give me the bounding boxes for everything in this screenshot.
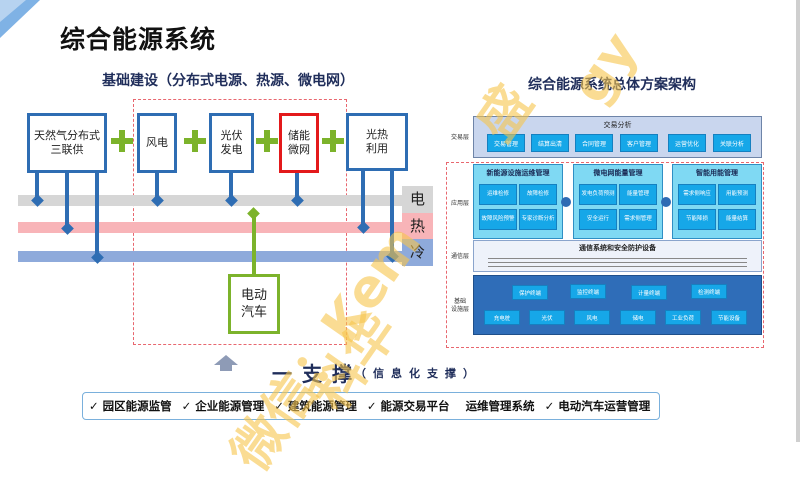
device-item: 工业负荷 (665, 310, 701, 325)
arrow-up-icon-stem (220, 365, 232, 371)
app-item: 运维检修 (479, 184, 517, 205)
terminal-item: 监控终端 (570, 284, 606, 299)
layer-label-trade: 交易层 (450, 134, 469, 141)
device-item: 充电桩 (484, 310, 520, 325)
watermark: gy (560, 21, 650, 115)
app-item: 需求侧响应 (678, 184, 716, 205)
trade-item: 交易管理 (487, 134, 525, 152)
connector (65, 173, 69, 228)
app-item: 节能降损 (678, 209, 716, 230)
ev-connector (252, 216, 256, 276)
cold-bus (18, 251, 410, 262)
source-pv: 光伏 发电 (209, 113, 254, 173)
comm-title: 通信系统和安全防护设备 (579, 243, 656, 252)
trade-item: 客户管理 (620, 134, 658, 152)
heat-label: 热 (402, 213, 433, 239)
plus-icon (322, 130, 344, 152)
right-subtitle: 综合能源系统总体方案架构 (528, 77, 696, 93)
architecture-region (446, 162, 764, 348)
communication-layer: 通信系统和安全防护设备 (473, 240, 762, 272)
application-systems-bar: ✓ 园区能源监管 ✓ 企业能源管理 ✓ 建筑能源管理 ✓ 能源交易平台 运维管理… (82, 392, 660, 420)
layer-label-application: 应用层 (450, 200, 469, 207)
connector (35, 173, 39, 200)
trade-title: 交易分析 (603, 121, 632, 129)
infrastructure-layer: 保护终端 监控终端 计量终端 检测终端 充电桩 光伏 风电 储电 工业负荷 节能… (473, 275, 762, 335)
corner-decoration-light (0, 0, 26, 22)
electricity-bus (18, 195, 410, 206)
source-wind: 风电 (137, 113, 177, 173)
page-title: 综合能源系统 (60, 25, 217, 54)
network-line (488, 266, 747, 267)
device-item: 光伏 (529, 310, 565, 325)
layer-label-infrastructure: 基础 设施层 (450, 298, 469, 313)
trade-item: 关联分析 (713, 134, 751, 152)
plus-icon (184, 130, 206, 152)
connector (361, 171, 365, 227)
connector (229, 173, 233, 200)
app-group-title: 微电网能量管理 (593, 168, 643, 177)
trade-item: 合同管理 (575, 134, 613, 152)
app-group-smart-energy-use: 智能用能管理 需求侧响应 用能预测 节能降损 能量结算 (672, 164, 762, 239)
device-item: 风电 (574, 310, 610, 325)
app-item: 故障检修 (519, 184, 557, 205)
connector (390, 171, 394, 256)
app-item: 能量管理 (619, 184, 657, 205)
left-subtitle: 基础建设（分布式电源、热源、微电网） (102, 73, 354, 89)
app-group-microgrid-energy: 微电网能量管理 发电负荷预测 能量管理 安全运行 需求侧管理 (573, 164, 663, 239)
app-item: 专家诊断分析 (519, 209, 557, 230)
system-item: ✓ 电动汽车运营管理 (544, 399, 651, 413)
app-item: 发电负荷预测 (579, 184, 617, 205)
cold-label: 冷 (402, 239, 433, 266)
link-icon (661, 197, 671, 207)
network-line (488, 258, 747, 259)
device-item: 节能设备 (711, 310, 747, 325)
network-line (488, 262, 747, 263)
page-edge (796, 0, 800, 442)
link-icon (561, 197, 571, 207)
app-item: 需求侧管理 (619, 209, 657, 230)
ev-box: 电动 汽车 (228, 274, 280, 334)
trade-layer: 交易分析 交易管理 结算出清 合同管理 客户管理 运营优化 关联分析 (473, 116, 762, 158)
terminal-item: 计量终端 (631, 285, 667, 300)
source-gas-cchp: 天然气分布式 三联供 (27, 113, 107, 173)
source-storage-microgrid: 储能 微网 (279, 113, 319, 173)
plus-icon (111, 130, 133, 152)
system-item: ✓ 园区能源监管 (89, 399, 172, 413)
arrow-up-icon (214, 355, 238, 365)
plus-icon (256, 130, 278, 152)
heat-bus (18, 222, 410, 233)
device-item: 储电 (620, 310, 656, 325)
trade-item: 运营优化 (668, 134, 706, 152)
app-item: 用能预测 (718, 184, 756, 205)
layer-label-communication: 通信层 (450, 253, 469, 260)
app-item: 故障风险预警 (479, 209, 517, 230)
connector (295, 173, 299, 200)
support-title: 一支撑 (272, 362, 362, 386)
connector (155, 173, 159, 200)
trade-item: 结算出清 (531, 134, 569, 152)
app-group-title: 智能用能管理 (696, 168, 738, 177)
app-item: 能量结算 (718, 209, 756, 230)
system-item: ✓ 能源交易平台 (366, 399, 450, 413)
system-item: 运维管理系统 (465, 399, 535, 413)
electricity-label: 电 (402, 186, 433, 213)
connector (95, 173, 99, 257)
system-item: ✓ 企业能源管理 (181, 399, 265, 413)
app-group-title: 新能源设施运维管理 (486, 168, 550, 177)
source-solar-thermal: 光热 利用 (346, 113, 408, 171)
system-item: ✓ 建筑能源管理 (274, 399, 357, 413)
terminal-item: 检测终端 (691, 284, 727, 299)
app-item: 安全运行 (579, 209, 617, 230)
terminal-item: 保护终端 (512, 285, 548, 300)
support-subtitle: （信息化支撑） (355, 367, 481, 380)
app-group-renewable-om: 新能源设施运维管理 运维检修 故障检修 故障风险预警 专家诊断分析 (473, 164, 563, 239)
